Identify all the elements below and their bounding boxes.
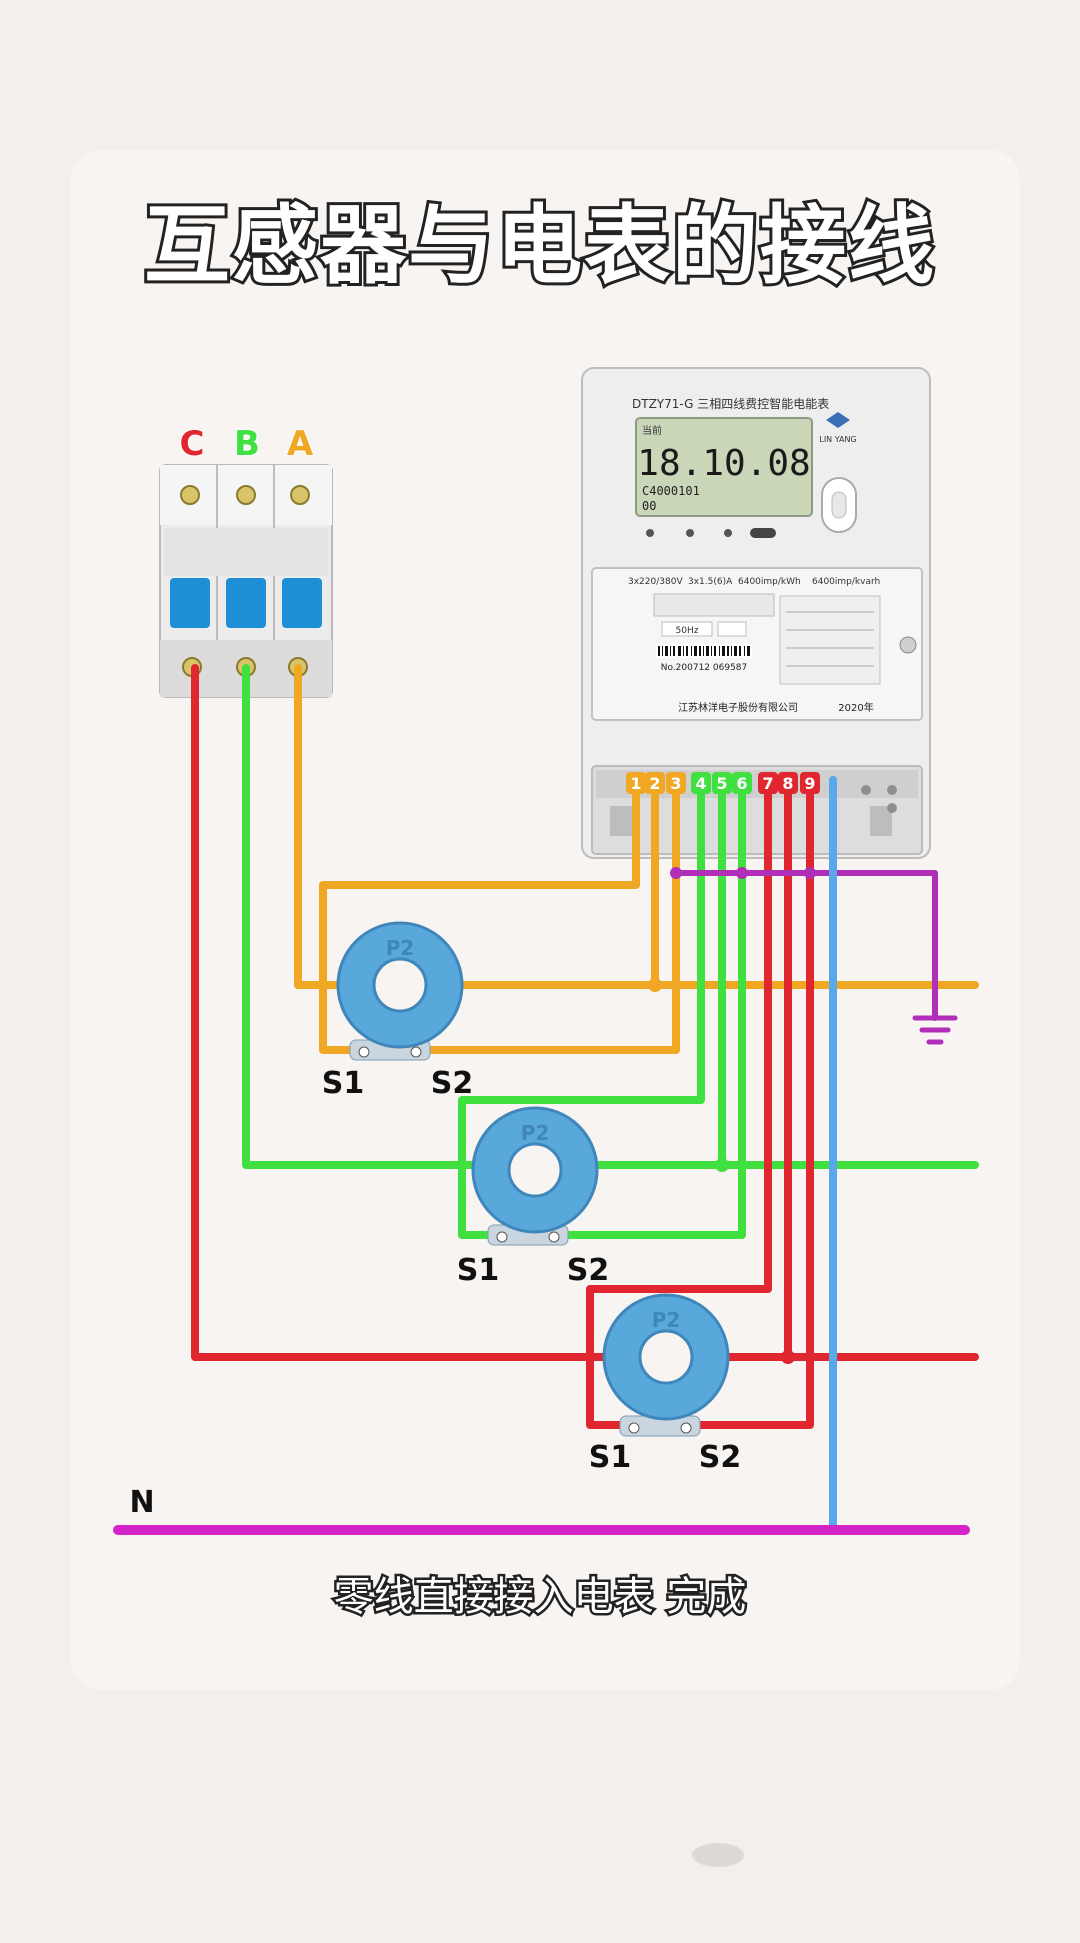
breaker-toggle-b[interactable] [226, 578, 266, 628]
meter-serial: No.200712 069587 [661, 663, 748, 673]
brand-logo-icon [826, 412, 850, 428]
wire-phase-a-s1-loop [319, 776, 640, 1054]
phase-label-c: C [180, 424, 205, 464]
ct-a-s1-label: S1 [322, 1066, 364, 1101]
wire-phase-b-main [242, 664, 979, 1169]
meter-lcd-top-label: 当前 [642, 424, 662, 437]
meter-lcd-sub: C4000101 [642, 484, 700, 498]
breaker-toggle-c[interactable] [170, 578, 210, 628]
meter-lcd-main: 18.10.08 [637, 443, 810, 484]
wire-phase-b-s1-loop [458, 776, 705, 1239]
ct-transformer-b: P2 S1 S2 [457, 1106, 609, 1288]
phase-label-a: A [287, 424, 314, 464]
meter-brand: LIN YANG [819, 435, 856, 444]
wire-junctions [648, 867, 816, 1364]
meter-wiring-diagram-plate [779, 595, 881, 685]
terminal-number-7: 7 [762, 774, 773, 793]
seal-screw [899, 636, 917, 654]
ct-transformer-c: P2 S1 S2 [589, 1293, 741, 1475]
ct-a-s2-label: S2 [431, 1066, 473, 1101]
ct-c-s1-label: S1 [589, 1440, 631, 1475]
caption: 零线直接接入电表 完成 [334, 1574, 747, 1620]
ground-icon [912, 1015, 958, 1045]
indicator-led [646, 529, 654, 537]
terminal-cover [870, 806, 892, 836]
ct-c-p2-label: P2 [652, 1308, 681, 1332]
ct-a-p2-label: P2 [386, 936, 415, 960]
terminal-number-1: 1 [630, 774, 641, 793]
circuit-breaker: C B A [159, 423, 333, 698]
terminal-number-3: 3 [670, 774, 681, 793]
terminal-number-5: 5 [716, 774, 727, 793]
ct-b-s2-label: S2 [567, 1253, 609, 1288]
breaker-toggle-a[interactable] [282, 578, 322, 628]
ct-transformer-a: P2 S1 S2 [322, 921, 473, 1101]
terminal-number-9: 9 [804, 774, 815, 793]
terminal-numbers: 1 2 3 4 5 6 7 8 9 [626, 772, 820, 794]
meter-frequency: 50Hz [676, 626, 699, 636]
meter-spec-kvarh: 6400imp/kvarh [812, 577, 880, 587]
indicator-led [724, 529, 732, 537]
meter-manufacturer: 江苏林洋电子股份有限公司 [678, 701, 798, 714]
top-screw-c [180, 485, 200, 505]
meter-lcd [635, 417, 813, 517]
wires [113, 664, 979, 1535]
wire-earth-bridge [673, 870, 938, 1021]
meter-spec-current: 3x1.5(6)A [688, 577, 733, 587]
phase-label-b: B [234, 424, 260, 464]
wire-phase-b-s2-loop [556, 776, 746, 1239]
indicator-slot [750, 528, 776, 538]
meter-model: DTZY71-G 三相四线费控智能电能表 [632, 396, 829, 411]
terminal-number-8: 8 [782, 774, 793, 793]
wire-phase-c-s1-loop [586, 776, 772, 1429]
terminal-cover [610, 806, 632, 836]
neutral-label: N [129, 1485, 154, 1520]
meter-lcd-small: 00 [642, 499, 656, 513]
terminal-number-6: 6 [736, 774, 747, 793]
page-title: 互感器与电表的接线 [144, 196, 936, 296]
wire-phase-c-s2-loop [688, 776, 814, 1429]
barcode [656, 644, 752, 658]
watermark-smudge [692, 1843, 744, 1867]
meter-year: 2020年 [838, 701, 873, 714]
top-screw-b [236, 485, 256, 505]
meter-spec-voltage: 3x220/380V [628, 577, 683, 587]
terminal-number-4: 4 [695, 774, 706, 793]
terminal-number-2: 2 [649, 774, 660, 793]
indicator-led [686, 529, 694, 537]
wire-phase-a-main [294, 664, 979, 989]
ct-c-s2-label: S2 [699, 1440, 741, 1475]
ct-b-s1-label: S1 [457, 1253, 499, 1288]
meter-spec-kwh: 6400imp/kWh [738, 577, 801, 587]
ct-b-p2-label: P2 [521, 1121, 550, 1145]
top-screw-a [290, 485, 310, 505]
